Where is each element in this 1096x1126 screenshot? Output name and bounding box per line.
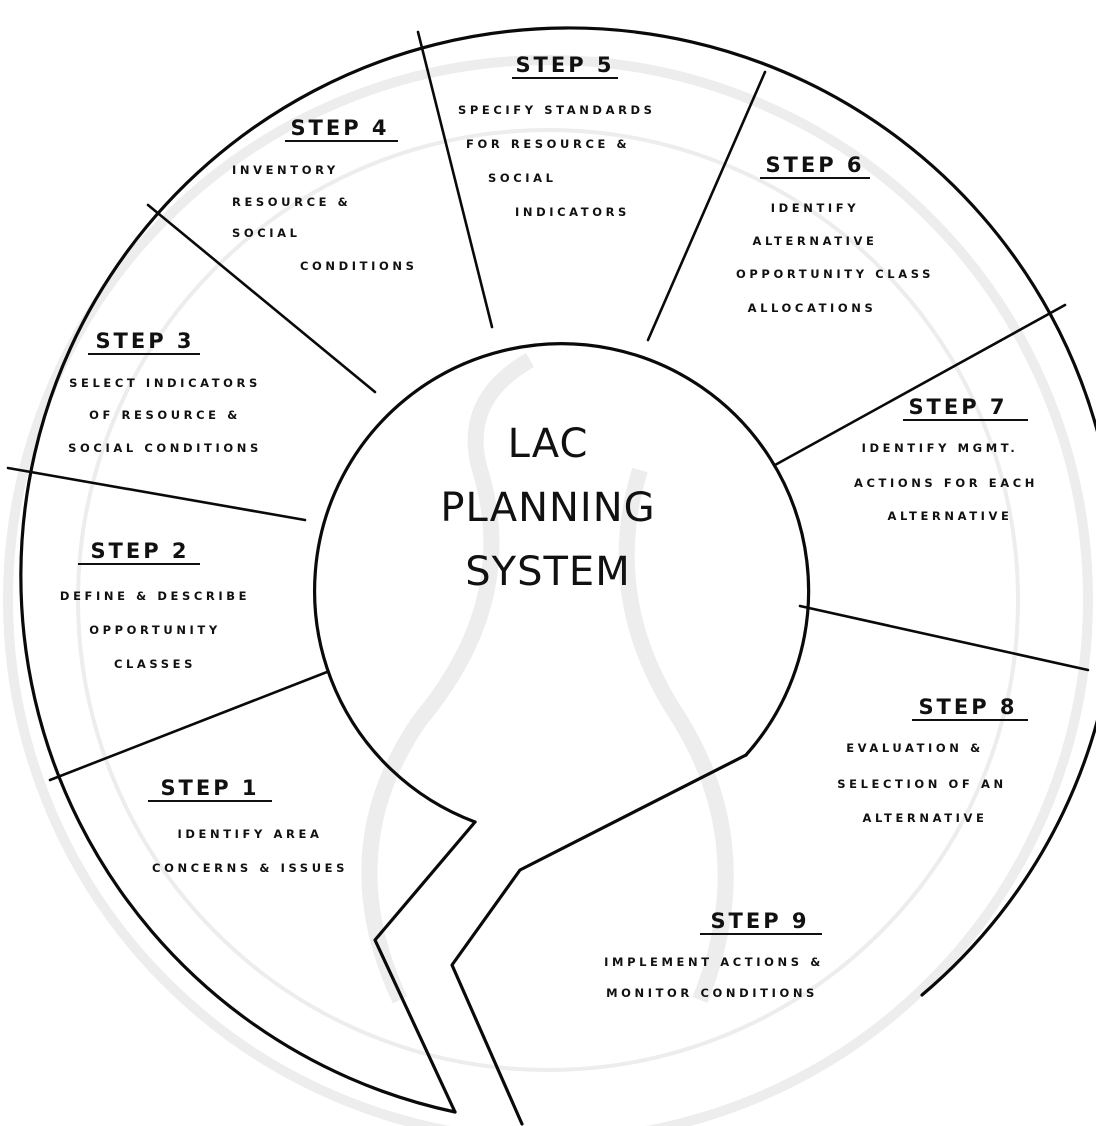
step-4-line-2: RESOURCE &	[232, 195, 351, 209]
step-5-title: STEP 5	[515, 53, 614, 77]
center-title-line3: SYSTEM	[465, 549, 630, 595]
step-3: STEP 3 SELECT INDICATORS OF RESOURCE & S…	[68, 329, 262, 455]
step-3-line-1: SELECT INDICATORS	[69, 376, 261, 390]
center-title-line2: PLANNING	[440, 485, 655, 531]
step-3-line-3: SOCIAL CONDITIONS	[68, 441, 262, 455]
watermark-seal	[3, 55, 1093, 1126]
step-5-line-3: SOCIAL	[488, 171, 557, 185]
step-7-line-2: ACTIONS FOR EACH	[854, 476, 1038, 490]
step-7-line-3: ALTERNATIVE	[888, 509, 1013, 523]
step-6-line-1: IDENTIFY	[771, 201, 859, 215]
step-8: STEP 8 EVALUATION & SELECTION OF AN ALTE…	[837, 695, 1028, 825]
step-9: STEP 9 IMPLEMENT ACTIONS & MONITOR CONDI…	[604, 909, 824, 1000]
step-6-title: STEP 6	[765, 153, 864, 177]
step-1-title: STEP 1	[160, 776, 259, 800]
step-9-line-2: MONITOR CONDITIONS	[606, 986, 818, 1000]
step-3-title: STEP 3	[95, 329, 194, 353]
step-1-line-2: CONCERNS & ISSUES	[152, 861, 348, 875]
step-5: STEP 5 SPECIFY STANDARDS FOR RESOURCE & …	[458, 53, 656, 219]
step-8-line-2: SELECTION OF AN	[837, 777, 1006, 791]
step-5-line-2: FOR RESOURCE &	[466, 137, 630, 151]
break-edge-right	[450, 753, 748, 1126]
step-4-line-3: SOCIAL	[232, 226, 301, 240]
step-8-line-3: ALTERNATIVE	[863, 811, 988, 825]
step-2-line-3: CLASSES	[114, 657, 196, 671]
step-7-line-1: IDENTIFY MGMT.	[862, 441, 1019, 455]
step-2: STEP 2 DEFINE & DESCRIBE OPPORTUNITY CLA…	[60, 539, 250, 671]
step-7: STEP 7 IDENTIFY MGMT. ACTIONS FOR EACH A…	[854, 395, 1038, 523]
step-4-title: STEP 4	[290, 116, 389, 140]
step-6-line-4: ALLOCATIONS	[748, 301, 877, 315]
step-6-line-3: OPPORTUNITY CLASS	[736, 267, 934, 281]
step-6: STEP 6 IDENTIFY ALTERNATIVE OPPORTUNITY …	[736, 153, 934, 315]
step-dividers	[6, 30, 1090, 782]
outer-ring-outline	[19, 26, 1096, 1114]
step-1-line-1: IDENTIFY AREA	[178, 827, 323, 841]
center-title-line1: LAC	[508, 421, 589, 467]
step-8-title: STEP 8	[918, 695, 1017, 719]
step-2-title: STEP 2	[90, 539, 189, 563]
step-6-line-2: ALTERNATIVE	[753, 234, 878, 248]
step-9-title: STEP 9	[710, 909, 809, 933]
step-5-line-1: SPECIFY STANDARDS	[458, 103, 656, 117]
step-4: STEP 4 INVENTORY RESOURCE & SOCIAL CONDI…	[232, 116, 417, 273]
step-5-line-4: INDICATORS	[515, 205, 630, 219]
step-2-line-2: OPPORTUNITY	[89, 623, 221, 637]
step-9-line-1: IMPLEMENT ACTIONS &	[604, 955, 824, 969]
break-edge-left	[373, 820, 477, 1114]
step-7-title: STEP 7	[908, 395, 1007, 419]
step-4-line-4: CONDITIONS	[300, 259, 417, 273]
step-2-line-1: DEFINE & DESCRIBE	[60, 589, 250, 603]
step-1: STEP 1 IDENTIFY AREA CONCERNS & ISSUES	[148, 776, 348, 875]
step-8-line-1: EVALUATION &	[846, 741, 984, 755]
step-4-line-1: INVENTORY	[232, 163, 339, 177]
inner-circle-outline	[312, 342, 811, 824]
step-3-line-2: OF RESOURCE &	[89, 408, 241, 422]
